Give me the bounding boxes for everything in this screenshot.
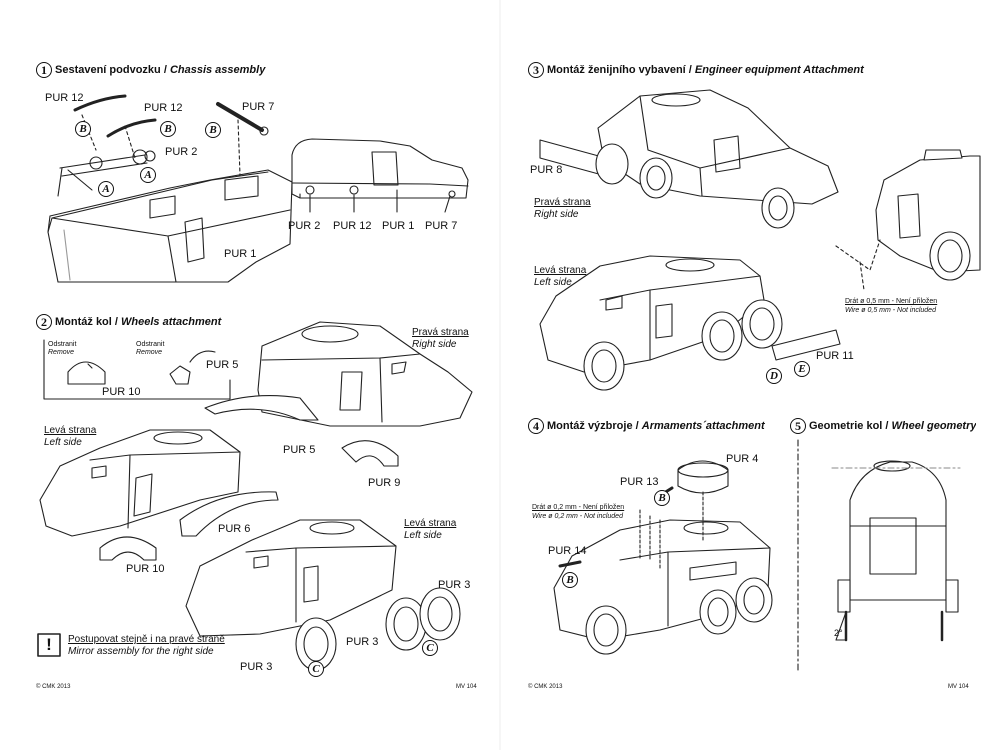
part-label: PUR 2 [165,146,198,158]
part-label: PUR 3 [346,636,379,648]
part-label: PUR 2 [288,220,321,232]
engineer-truck-drawing-2 [539,255,841,391]
body-with-wheels-drawing [185,519,461,671]
part-label: PUR 12 [45,92,84,104]
badge-b: B [75,121,91,137]
right-side-label-3: Pravá strana Right side [534,197,591,220]
warning-icon-frame [37,633,61,657]
badge-c: C [422,640,438,656]
part-label: PUR 7 [242,101,275,113]
remove-panel-box [43,339,231,400]
part-label: PUR 10 [126,563,165,575]
badge-d: D [766,368,782,384]
footer-page-left: MV 104 [456,684,477,690]
badge-b: B [562,572,578,588]
part-label: PUR 4 [726,453,759,465]
left-side-body-drawing [39,429,279,561]
remove-note-1: Odstranit Remove [48,341,77,356]
chassis-assembled-drawing [291,138,469,213]
right-side-body-drawing [204,321,473,467]
wire-note-02: Drát ø 0,2 mm - Není přiložen Wire ø 0,2… [532,504,625,520]
part-label: PUR 10 [102,386,141,398]
part-label: PUR 6 [218,523,251,535]
part-label: PUR 7 [425,220,458,232]
badge-b: B [160,121,176,137]
footer-copyright-left: © CMK 2013 [36,684,71,690]
section-number-5: 5 [790,418,806,434]
engineer-truck-detail [835,149,981,291]
part-label: PUR 12 [144,102,183,114]
wire-note-05: Drát ø 0,5 mm - Není přiložen Wire ø 0,5… [845,298,938,314]
badge-e: E [794,361,810,377]
badge-a: A [140,167,156,183]
section-number-4: 4 [528,418,544,434]
part-label: PUR 3 [438,579,471,591]
footer-page-right: MV 104 [948,684,969,690]
mirror-note: Postupovat stejně i na pravé straně Mirr… [68,634,225,657]
badge-b: B [205,122,221,138]
part-label: PUR 11 [816,350,854,362]
left-side-label-2: Levá strana Left side [404,518,457,541]
badge-b: B [654,490,670,506]
part-label: PUR 14 [548,545,587,557]
part-label: PUR 5 [206,359,239,371]
left-side-label-1: Levá strana Left side [44,425,97,448]
engineer-truck-drawing-1 [539,89,839,229]
angle-label: 2° [834,628,843,638]
section-number-1: 1 [36,62,52,78]
footer-copyright-right: © CMK 2013 [528,684,563,690]
part-label: PUR 1 [382,220,415,232]
left-side-label-3: Levá strana Left side [534,265,587,288]
part-label: PUR 3 [240,661,273,673]
wheel-geometry-drawing [797,439,961,673]
warning-icon: ! [46,635,52,654]
part-label: PUR 9 [368,477,401,489]
part-label: PUR 12 [333,220,372,232]
chassis-exploded-drawing [47,94,293,283]
right-side-label: Pravá strana Right side [412,327,469,350]
remove-note-2: Odstranit Remove [136,341,165,356]
part-label: PUR 8 [530,164,563,176]
badge-c: C [308,661,324,677]
section-number-3: 3 [528,62,544,78]
part-label: PUR 5 [283,444,316,456]
part-label: PUR 13 [620,476,659,488]
section-number-2: 2 [36,314,52,330]
badge-a: A [98,181,114,197]
part-label: PUR 1 [224,248,257,260]
armament-truck-drawing [553,460,773,655]
